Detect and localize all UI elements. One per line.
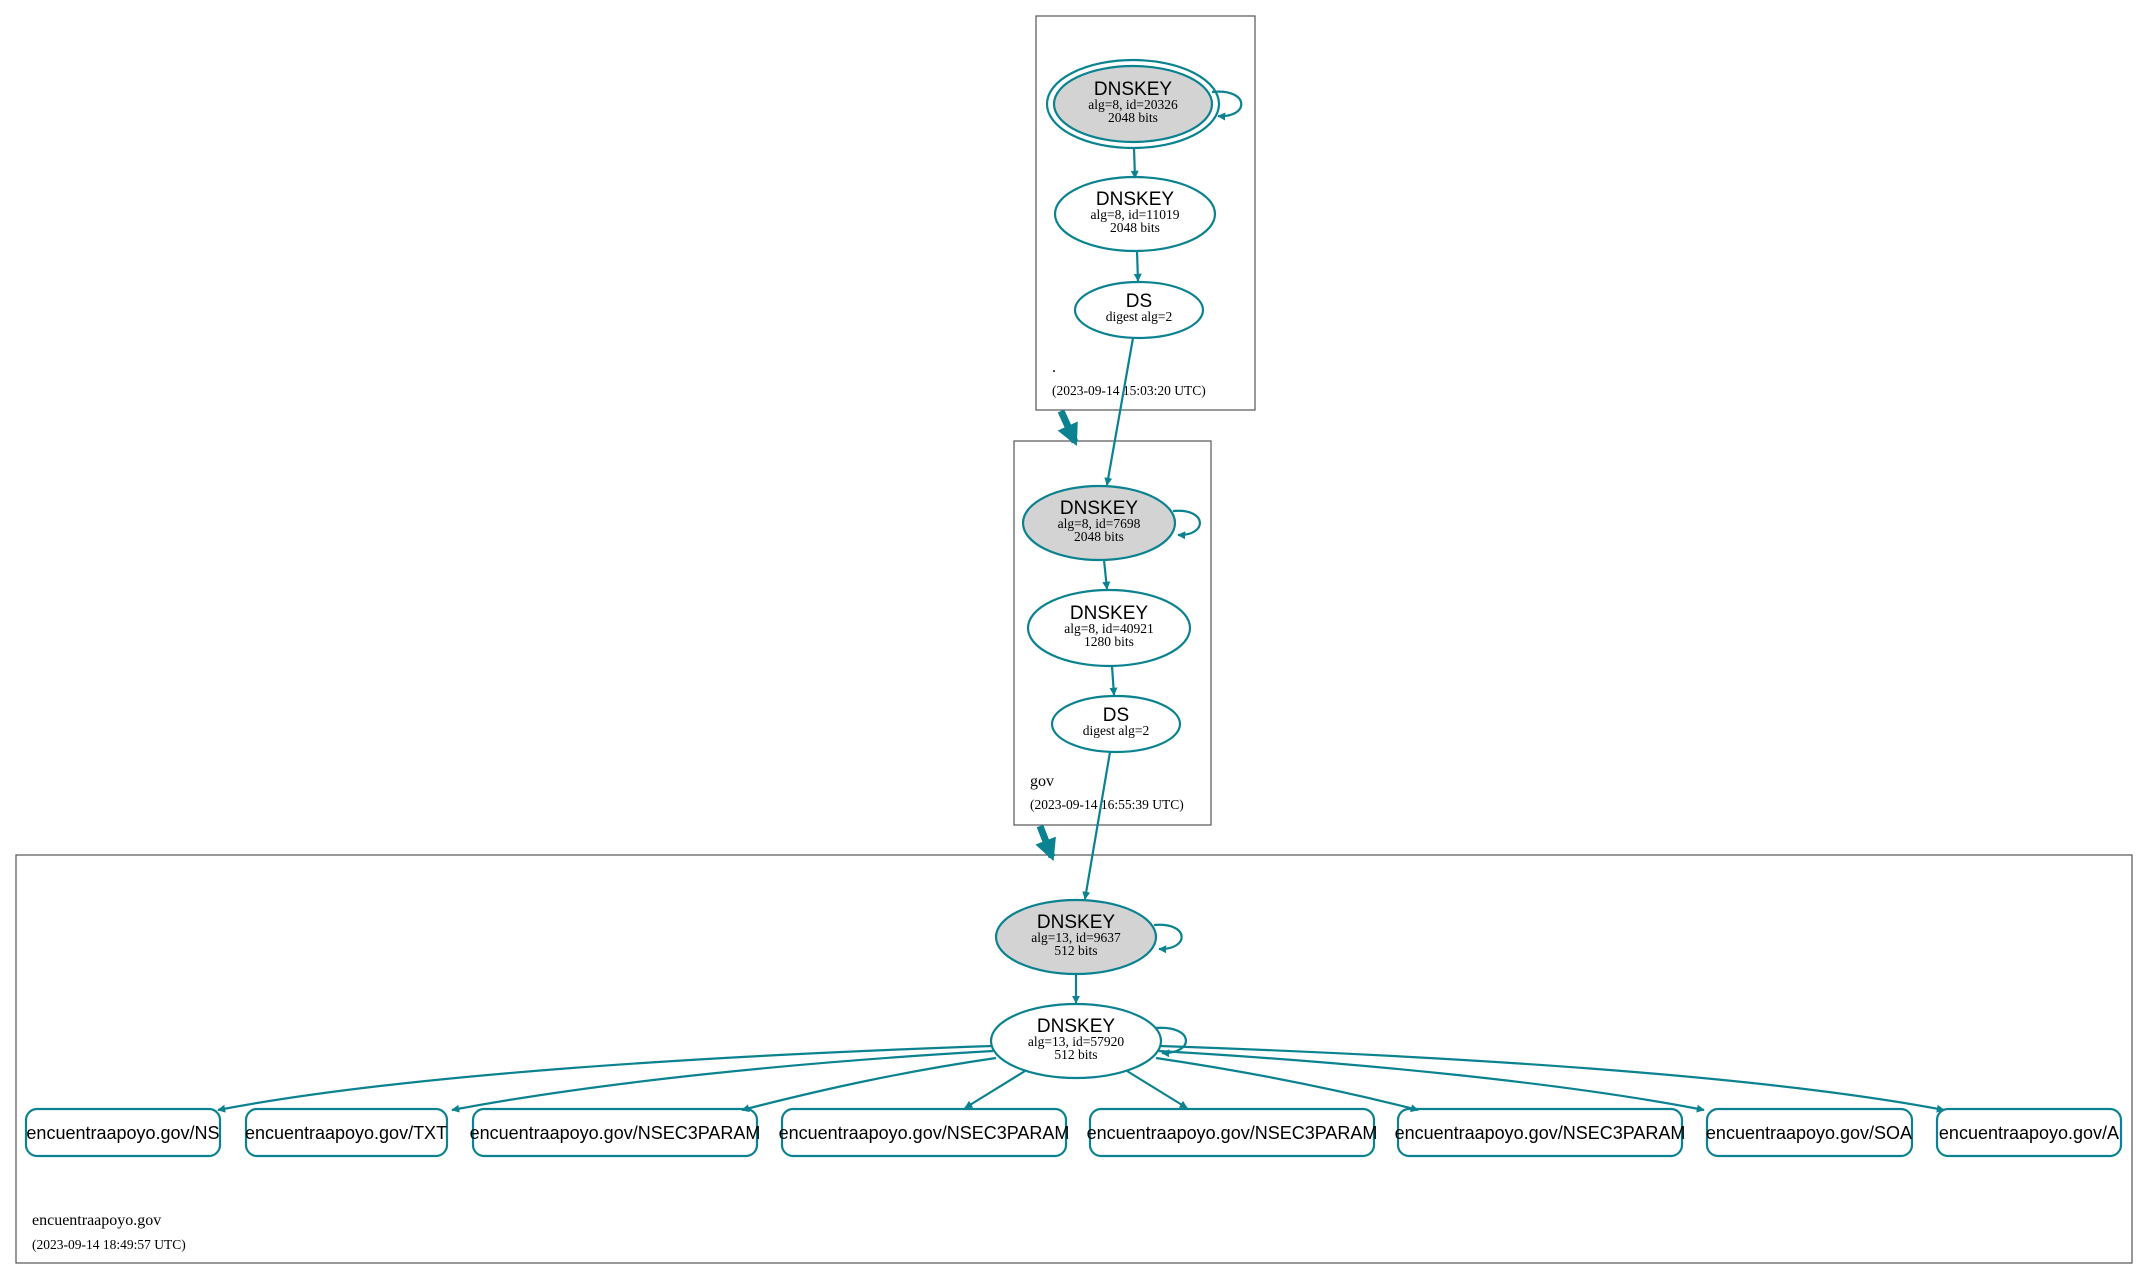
edge-gov-ksk-zsk [1102, 559, 1111, 590]
edge-zsk-rr-nsec3-4 [1155, 1056, 1419, 1113]
edge-gov-zsk-ds [1109, 665, 1118, 696]
gov-ksk-title: DNSKEY [1060, 498, 1138, 519]
gov-zsk-detail: alg=8, id=40921 [1064, 621, 1153, 636]
domain-ksk-title: DNSKEY [1037, 912, 1115, 933]
rrset-label-nsec3param-4: encuentraapoyo.gov/NSEC3PARAM [1395, 1123, 1686, 1143]
rrset-label-ns: encuentraapoyo.gov/NS [26, 1123, 219, 1143]
root-ksk-self-loop [1211, 90, 1243, 121]
edge-zsk-rr-nsec3-2 [964, 1070, 1026, 1109]
zone-box-root [1035, 15, 1256, 411]
rrset-node-a[interactable]: encuentraapoyo.gov/A [1935, 1107, 2123, 1158]
rrset-node-nsec3param-4[interactable]: encuentraapoyo.gov/NSEC3PARAM [1395, 1107, 1686, 1158]
gov-zsk-size: 1280 bits [1084, 634, 1134, 649]
root-ds-detail: digest alg=2 [1106, 309, 1172, 324]
domain-zone-timestamp: (2023-09-14 18:49:57 UTC) [32, 1237, 186, 1252]
delegation-arrow-gov-domain [1035, 824, 1056, 862]
edge-gov-ds-domain-ksk [1082, 751, 1112, 900]
rrset-edges [217, 1044, 1945, 1113]
edge-root-ksk-zsk [1130, 147, 1139, 179]
root-ksk-title: DNSKEY [1094, 79, 1172, 100]
zone-box-gov [1013, 440, 1212, 826]
root-ds-title: DS [1126, 291, 1152, 312]
root-ksk-node[interactable]: DNSKEY alg=8, id=20326 2048 bits [1045, 58, 1221, 150]
root-ksk-detail: alg=8, id=20326 [1088, 97, 1178, 112]
gov-zsk-node[interactable]: DNSKEY alg=8, id=40921 1280 bits [1026, 588, 1192, 668]
domain-ksk-detail: alg=13, id=9637 [1031, 930, 1121, 945]
root-ds-node[interactable]: DS digest alg=2 [1073, 280, 1205, 340]
domain-ksk-node[interactable]: DNSKEY alg=13, id=9637 512 bits [994, 898, 1158, 976]
rrset-label-nsec3param-3: encuentraapoyo.gov/NSEC3PARAM [1087, 1123, 1378, 1143]
domain-zsk-title: DNSKEY [1037, 1016, 1115, 1037]
rrset-node-nsec3param-1[interactable]: encuentraapoyo.gov/NSEC3PARAM [470, 1107, 761, 1158]
edge-root-ds-gov-ksk [1104, 337, 1135, 486]
edge-zsk-rr-nsec3-3 [1126, 1070, 1188, 1109]
gov-ksk-detail: alg=8, id=7698 [1058, 516, 1141, 531]
rrset-node-ns[interactable]: encuentraapoyo.gov/NS [24, 1107, 222, 1158]
gov-zone-name: gov [1030, 773, 1054, 790]
rrset-node-nsec3param-3[interactable]: encuentraapoyo.gov/NSEC3PARAM [1087, 1107, 1378, 1158]
domain-zone-name: encuentraapoyo.gov [32, 1212, 161, 1229]
root-zsk-size: 2048 bits [1110, 220, 1160, 235]
domain-zsk-node[interactable]: DNSKEY alg=13, id=57920 512 bits [989, 1002, 1163, 1080]
gov-ds-detail: digest alg=2 [1083, 723, 1149, 738]
root-zsk-title: DNSKEY [1096, 189, 1174, 210]
gov-ds-node[interactable]: DS digest alg=2 [1050, 694, 1182, 754]
rrset-node-txt[interactable]: encuentraapoyo.gov/TXT [244, 1107, 449, 1158]
edge-zsk-rr-a [1159, 1044, 1945, 1113]
rrset-label-nsec3param-1: encuentraapoyo.gov/NSEC3PARAM [470, 1123, 761, 1143]
domain-zsk-detail: alg=13, id=57920 [1028, 1034, 1124, 1049]
edge-root-zsk-ds [1133, 250, 1142, 282]
rrset-label-soa: encuentraapoyo.gov/SOA [1706, 1123, 1912, 1143]
edge-zsk-rr-ns [217, 1044, 993, 1113]
rrset-label-a: encuentraapoyo.gov/A [1939, 1123, 2119, 1143]
root-zsk-detail: alg=8, id=11019 [1091, 207, 1180, 222]
rrset-node-soa[interactable]: encuentraapoyo.gov/SOA [1705, 1107, 1914, 1158]
root-zone-timestamp: (2023-09-14 15:03:20 UTC) [1052, 383, 1206, 398]
gov-ksk-self-loop [1172, 509, 1201, 540]
rrset-label-txt: encuentraapoyo.gov/TXT [245, 1123, 447, 1143]
rrset-node-nsec3param-2[interactable]: encuentraapoyo.gov/NSEC3PARAM [779, 1107, 1070, 1158]
gov-ksk-node[interactable]: DNSKEY alg=8, id=7698 2048 bits [1021, 484, 1177, 562]
root-zsk-node[interactable]: DNSKEY alg=8, id=11019 2048 bits [1053, 175, 1217, 253]
gov-zsk-title: DNSKEY [1070, 603, 1148, 624]
domain-ksk-self-loop [1153, 923, 1183, 954]
gov-zone-timestamp: (2023-09-14 16:55:39 UTC) [1030, 797, 1184, 812]
gov-ksk-size: 2048 bits [1074, 529, 1124, 544]
edge-zsk-rr-soa [1158, 1049, 1705, 1113]
gov-ds-title: DS [1103, 705, 1129, 726]
root-ksk-size: 2048 bits [1108, 110, 1158, 125]
rrset-label-nsec3param-2: encuentraapoyo.gov/NSEC3PARAM [779, 1123, 1070, 1143]
delegation-arrow-root-gov [1057, 409, 1079, 447]
root-zone-name: . [1052, 359, 1056, 376]
zone-box-domain [15, 854, 2133, 1264]
edge-zsk-rr-txt [451, 1049, 994, 1113]
edge-zsk-rr-nsec3-1 [741, 1056, 997, 1113]
domain-zsk-size: 512 bits [1054, 1047, 1097, 1062]
domain-ksk-size: 512 bits [1054, 943, 1097, 958]
